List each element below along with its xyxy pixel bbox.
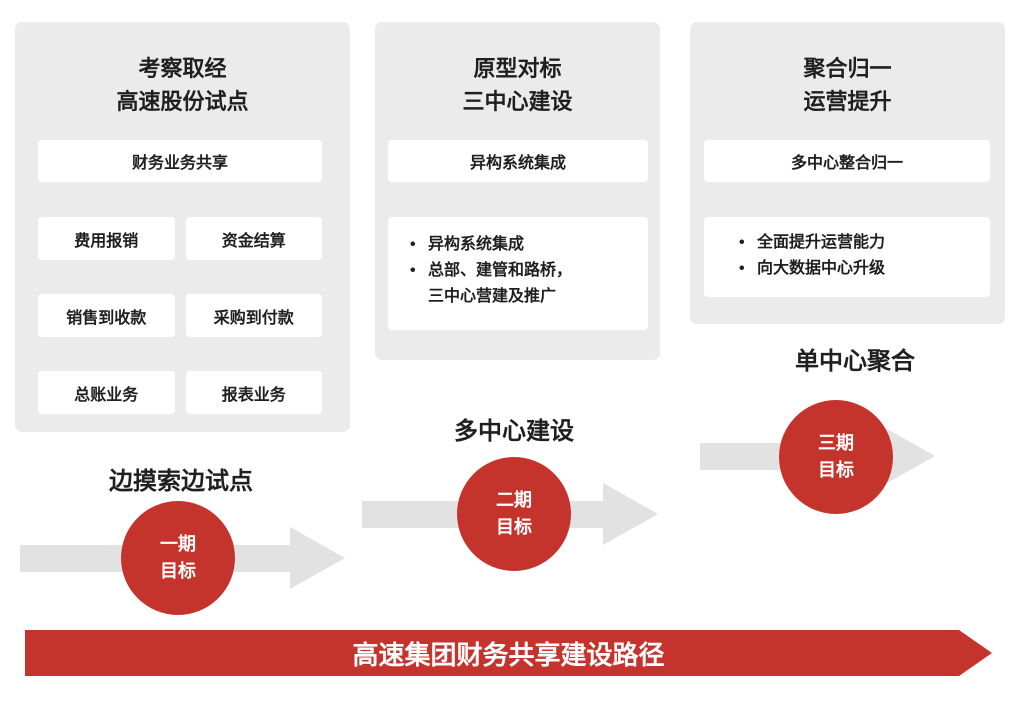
phase2-panel: 原型对标 三中心建设 异构系统集成 异构系统集成 总部、建管和路桥，三中心营建及… bbox=[375, 22, 660, 360]
phase1-item-settlement: 资金结算 bbox=[185, 217, 322, 260]
phase1-item-reporting: 报表业务 bbox=[185, 371, 322, 414]
phase3-bullet-list: 全面提升运营能力 向大数据中心升级 bbox=[704, 217, 990, 282]
phase1-title-line1: 考察取经 bbox=[138, 56, 227, 81]
banner-body bbox=[25, 630, 959, 676]
phase2-detail-box: 异构系统集成 总部、建管和路桥，三中心营建及推广 bbox=[388, 217, 648, 330]
bottom-banner: 高速集团财务共享建设路径 bbox=[25, 630, 992, 676]
phase1-item-sales: 销售到收款 bbox=[38, 294, 175, 337]
phase1-goal-line2: 目标 bbox=[160, 561, 196, 581]
phase2-title-line2: 三中心建设 bbox=[462, 89, 573, 114]
phase3-label: 单中心聚合 bbox=[795, 348, 915, 375]
phase2-label: 多中心建设 bbox=[454, 418, 574, 445]
phase1-panel: 考察取经 高速股份试点 财务业务共享 费用报销 资金结算 销售到收款 采购到付款… bbox=[15, 22, 350, 432]
phase1-items-grid: 费用报销 资金结算 销售到收款 采购到付款 总账业务 报表业务 bbox=[38, 217, 322, 414]
phase1-item-procurement: 采购到付款 bbox=[185, 294, 322, 337]
phase2-bullet-2: 总部、建管和路桥，三中心营建及推广 bbox=[410, 258, 580, 310]
phase3-bullet-2: 向大数据中心升级 bbox=[739, 256, 982, 282]
phase3-title-line1: 聚合归一 bbox=[803, 56, 892, 81]
phase1-item-ledger: 总账业务 bbox=[38, 371, 175, 414]
phase2-goal-line1: 二期 bbox=[496, 490, 532, 510]
phase1-goal-badge: 一期 目标 bbox=[121, 501, 235, 615]
phase3-goal-badge: 三期 目标 bbox=[779, 400, 893, 514]
phase2-title-line1: 原型对标 bbox=[473, 56, 562, 81]
phase2-header-box: 异构系统集成 bbox=[388, 140, 648, 182]
phase2-goal-badge: 二期 目标 bbox=[457, 457, 571, 571]
phase2-panel-title: 原型对标 三中心建设 bbox=[375, 22, 660, 118]
phase2-bullet-list: 异构系统集成 总部、建管和路桥，三中心营建及推广 bbox=[388, 217, 648, 310]
phase1-goal-line1: 一期 bbox=[160, 534, 196, 554]
phase3-goal-line2: 目标 bbox=[818, 460, 854, 480]
phase2-bullet-1: 异构系统集成 bbox=[410, 232, 580, 258]
phase3-title-line2: 运营提升 bbox=[803, 89, 892, 114]
banner-arrow-head-icon bbox=[959, 630, 992, 676]
phase3-bullet-1: 全面提升运营能力 bbox=[739, 230, 982, 256]
phase3-panel-title: 聚合归一 运营提升 bbox=[690, 22, 1005, 118]
phase1-title-line2: 高速股份试点 bbox=[116, 89, 249, 114]
phase1-arrow-head-icon bbox=[290, 527, 345, 589]
phase2-goal-line2: 目标 bbox=[496, 517, 532, 537]
phase3-header-box: 多中心整合归一 bbox=[704, 140, 990, 182]
phase1-panel-title: 考察取经 高速股份试点 bbox=[15, 22, 350, 118]
phase1-item-expense: 费用报销 bbox=[38, 217, 175, 260]
phase2-arrow-head-icon bbox=[603, 483, 658, 545]
phase3-detail-box: 全面提升运营能力 向大数据中心升级 bbox=[704, 217, 990, 297]
phase1-header-box: 财务业务共享 bbox=[38, 140, 322, 182]
phase3-goal-line1: 三期 bbox=[818, 433, 854, 453]
phase3-panel: 聚合归一 运营提升 多中心整合归一 全面提升运营能力 向大数据中心升级 bbox=[690, 22, 1005, 324]
banner-title: 高速集团财务共享建设路径 bbox=[352, 639, 665, 670]
phase1-label: 边摸索边试点 bbox=[109, 468, 253, 495]
